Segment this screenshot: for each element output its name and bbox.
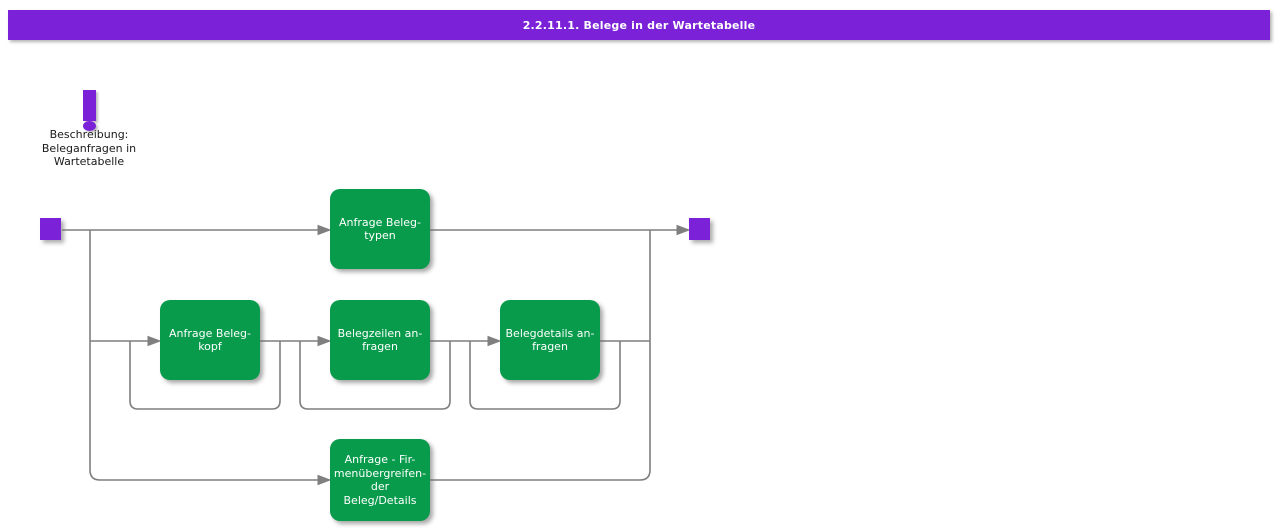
arrowhead-icon: [487, 335, 502, 347]
start-node: [40, 218, 61, 240]
exclamation-icon-bar: [83, 90, 96, 121]
activity-label: Anfrage Beleg- kopf: [169, 326, 251, 354]
activity-anfrage-firmenuebergreifender-beleg-details[interactable]: Anfrage - Fir- menübergreifen- der Beleg…: [330, 439, 430, 521]
loop-belegkopf: [129, 341, 281, 410]
end-node: [689, 218, 710, 240]
activity-label: Anfrage Beleg- typen: [339, 215, 421, 243]
activity-label: Anfrage - Fir- menübergreifen- der Beleg…: [333, 453, 427, 507]
connector-left-branch: [89, 230, 318, 481]
activity-belegdetails-anfragen[interactable]: Belegdetails an- fragen: [500, 300, 600, 380]
loop-belegzeilen: [299, 341, 451, 410]
connector-right-collector: [430, 230, 651, 481]
arrowhead-icon: [317, 474, 332, 486]
activity-anfrage-belegtypen[interactable]: Anfrage Beleg- typen: [330, 189, 430, 269]
activity-label: Belegdetails an- fragen: [505, 326, 595, 354]
activity-anfrage-belegkopf[interactable]: Anfrage Beleg- kopf: [160, 300, 260, 380]
loop-belegdetails: [469, 341, 621, 410]
activity-label: Belegzeilen an- fragen: [337, 326, 423, 354]
activity-belegzeilen-anfragen[interactable]: Belegzeilen an- fragen: [330, 300, 430, 380]
diagram-title-bar: 2.2.11.1. Belege in der Wartetabelle: [8, 10, 1270, 40]
arrowhead-icon: [317, 335, 332, 347]
arrowhead-icon: [317, 224, 332, 236]
arrowhead-icon: [676, 224, 691, 236]
diagram-title: 2.2.11.1. Belege in der Wartetabelle: [522, 18, 756, 32]
arrowhead-icon: [147, 335, 162, 347]
exclamation-icon-dot: [83, 121, 96, 131]
note-text: Beschreibung: Beleganfragen in Wartetabe…: [41, 128, 137, 168]
